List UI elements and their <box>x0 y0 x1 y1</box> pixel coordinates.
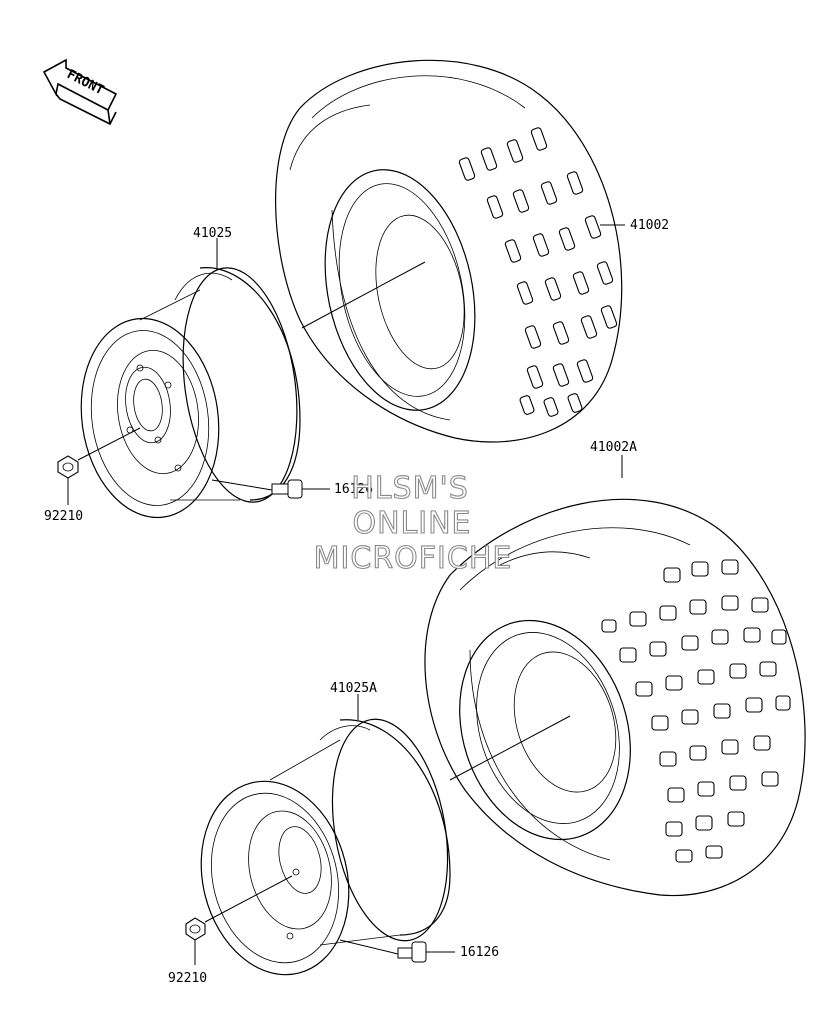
rear-wheel <box>80 267 301 519</box>
rear-tire <box>275 59 623 443</box>
lower-valve-stem-icon <box>339 939 427 963</box>
part-92210-upper-label: 92210 <box>44 509 83 524</box>
watermark-line-3: MICROFICHE <box>314 541 513 576</box>
part-41025-label: 41025 <box>193 226 232 241</box>
watermark-line-1: HLSM'S <box>351 471 469 506</box>
watermark-line-2: ONLINE <box>352 506 471 541</box>
part-41002-label: 41002 <box>630 218 669 233</box>
upper-nut-icon <box>57 427 141 505</box>
front-wheel <box>200 718 451 976</box>
watermark: HLSM'S ONLINE MICROFICHE <box>313 470 513 576</box>
upper-valve-stem-icon <box>211 479 303 499</box>
part-41002A-label: 41002A <box>590 440 637 455</box>
front-tire-tread <box>601 559 791 863</box>
part-16126-lower-label: 16126 <box>460 945 499 960</box>
rear-tire-tread <box>458 127 618 417</box>
part-92210-lower-label: 92210 <box>168 971 207 986</box>
lower-nut-icon <box>185 875 293 965</box>
front-arrow-icon: FRONT <box>42 58 118 126</box>
front-tire <box>424 498 806 897</box>
part-16126-upper-label: 16126 <box>334 482 373 497</box>
part-41025A-label: 41025A <box>330 681 377 696</box>
